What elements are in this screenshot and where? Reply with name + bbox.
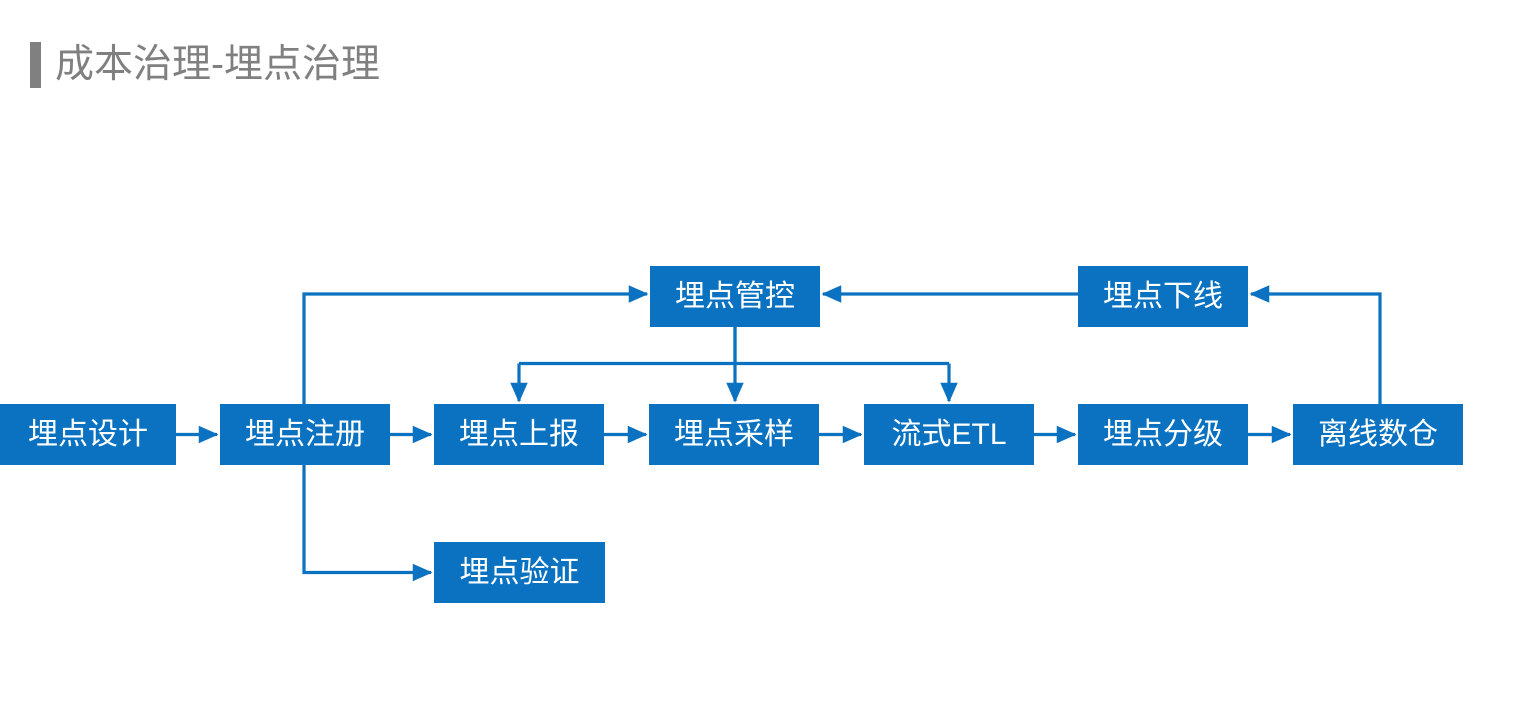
title-accent-bar xyxy=(30,42,41,88)
node-verify-label: 埋点验证 xyxy=(459,555,580,589)
page-title-block: 成本治理-埋点治理 xyxy=(30,38,380,92)
node-offline-dw[interactable]: 离线数仓 xyxy=(1293,404,1463,465)
node-offline-point-label: 埋点下线 xyxy=(1103,279,1223,313)
node-register-label: 埋点注册 xyxy=(245,417,365,451)
node-grading[interactable]: 埋点分级 xyxy=(1078,404,1248,465)
node-control[interactable]: 埋点管控 xyxy=(650,266,820,327)
edge-offlinedw-to-offlinept xyxy=(1249,285,1382,404)
node-stream-etl[interactable]: 流式ETL xyxy=(864,404,1034,465)
edge-register-to-control xyxy=(302,285,649,404)
node-report-label: 埋点上报 xyxy=(459,417,579,451)
node-offline-dw-label: 离线数仓 xyxy=(1318,417,1438,451)
node-report[interactable]: 埋点上报 xyxy=(434,404,604,465)
node-sampling-label: 埋点采样 xyxy=(674,417,794,451)
edge-register-to-verify xyxy=(302,465,433,582)
node-register[interactable]: 埋点注册 xyxy=(220,404,390,465)
node-grading-label: 埋点分级 xyxy=(1103,417,1223,451)
node-offline-point[interactable]: 埋点下线 xyxy=(1078,266,1248,327)
node-verify[interactable]: 埋点验证 xyxy=(434,542,605,603)
node-sampling[interactable]: 埋点采样 xyxy=(649,404,819,465)
node-design-label: 埋点设计 xyxy=(28,417,148,451)
node-design[interactable]: 埋点设计 xyxy=(0,404,176,465)
node-control-label: 埋点管控 xyxy=(675,279,795,313)
node-stream-etl-label: 流式ETL xyxy=(891,417,1007,451)
page-title: 成本治理-埋点治理 xyxy=(55,43,380,86)
